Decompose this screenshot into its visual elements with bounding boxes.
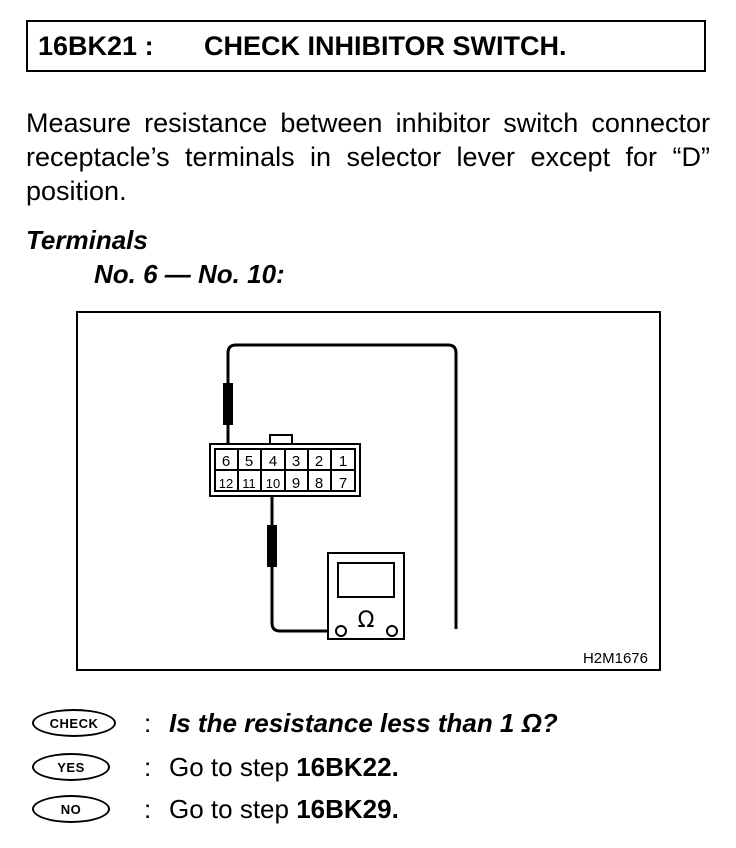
pin-label: 4 (269, 453, 277, 470)
yes-suffix: . (391, 752, 399, 782)
pin-label: 2 (315, 453, 323, 470)
wiring-diagram-svg: 6 5 4 3 2 1 12 11 10 9 8 7 Ω H2M1676 (209, 343, 648, 667)
ohmmeter (327, 552, 405, 640)
wiring-diagram: 6 5 4 3 2 1 12 11 10 9 8 7 Ω H2M1676 (76, 311, 661, 671)
pin-label: 12 (219, 476, 233, 491)
figure-id: H2M1676 (583, 650, 648, 667)
check-badge: CHECK (32, 709, 116, 737)
probe-wire-negative (270, 491, 340, 633)
connector-pin-labels: 6 5 4 3 2 1 12 11 10 9 8 7 (219, 453, 347, 492)
pin-label: 3 (292, 453, 300, 470)
pin-label: 10 (266, 476, 280, 491)
no-answer: Go to step 16BK29. (169, 792, 399, 826)
yes-prefix: Go to step (169, 752, 297, 782)
pin-label: 7 (339, 475, 347, 492)
step-title: CHECK INHIBITOR SWITCH. (204, 31, 567, 61)
no-badge: NO (32, 795, 110, 823)
probe-wire-positive (226, 343, 458, 629)
terminal-pair: No. 6 — No. 10: (94, 259, 285, 289)
pin-label: 8 (315, 475, 323, 492)
pin-label: 5 (245, 453, 253, 470)
yes-badge: YES (32, 753, 110, 781)
pin-label: 9 (292, 475, 300, 492)
no-prefix: Go to step (169, 794, 297, 824)
connector (209, 434, 361, 497)
step-code: 16BK21 : (38, 31, 154, 61)
check-colon: : (144, 708, 152, 738)
pin-label: 1 (339, 453, 347, 470)
yes-answer: Go to step 16BK22. (169, 750, 399, 784)
probe-positive (223, 383, 233, 425)
ohm-symbol: Ω (358, 608, 375, 633)
pin-label: 6 (222, 453, 230, 470)
yes-colon: : (144, 752, 152, 782)
terminals-heading: Terminals (26, 225, 148, 255)
probe-negative (267, 525, 277, 567)
no-suffix: . (391, 794, 399, 824)
no-colon: : (144, 794, 152, 824)
check-question: Is the resistance less than 1 Ω? (169, 708, 558, 738)
pin-label: 11 (242, 476, 256, 491)
section-title-box: 16BK21 : CHECK INHIBITOR SWITCH. (26, 20, 706, 72)
no-step: 16BK29 (296, 794, 392, 824)
instruction-paragraph: Measure resistance between inhibitor swi… (26, 108, 710, 206)
yes-step: 16BK22 (296, 752, 392, 782)
